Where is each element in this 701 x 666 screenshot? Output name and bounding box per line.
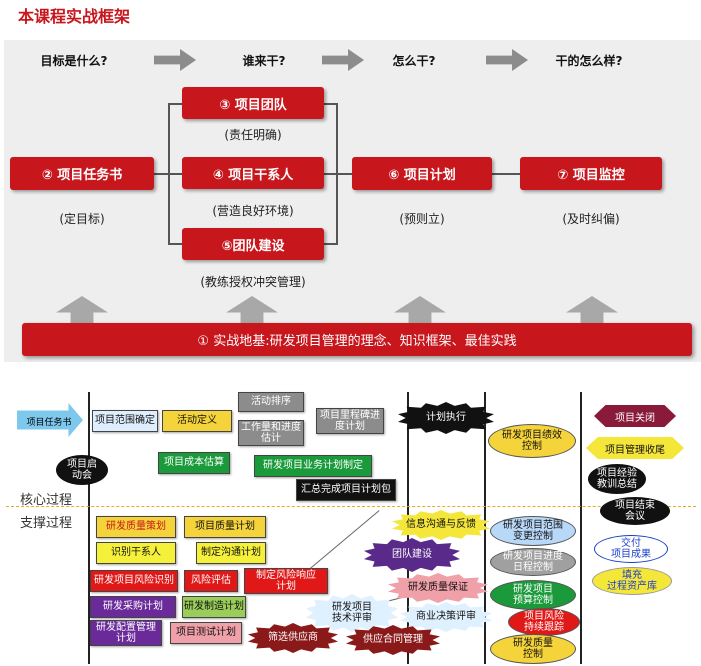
summary-plan-box: 汇总完成项目计划包: [296, 479, 396, 501]
box-team-building: ⑤团队建设: [182, 228, 324, 260]
up-arrow-icon: [226, 296, 278, 326]
risk-assessment-box: 风险评估: [184, 570, 238, 592]
activity-def-box: 活动定义: [162, 410, 232, 432]
caption-team: (责任明确): [224, 128, 282, 142]
activity-seq-box: 活动排序: [238, 392, 304, 412]
identify-stakeholders-box: 识别干系人: [96, 542, 176, 564]
performance-control-oval: 研发项目绩效 控制: [488, 424, 576, 458]
box-project-charter: ② 项目任务书: [10, 157, 154, 190]
connector-line: [154, 173, 168, 175]
up-arrow-icon: [56, 296, 108, 326]
column-divider: [88, 392, 90, 664]
connector-line: [324, 243, 338, 245]
up-arrow-icon: [394, 296, 446, 326]
info-comm-shape: 信息沟通与反馈: [392, 510, 490, 540]
box-project-plan: ⑥ 项目计划: [352, 157, 492, 190]
deliver-oval: 交付 项目成果: [594, 535, 668, 563]
box-project-monitor: ⑦ 项目监控: [520, 157, 662, 190]
caption-stakeholders: (营造良好环境): [212, 204, 294, 218]
plan-execution-shape: 计划执行: [398, 402, 494, 434]
box-project-team: ③ 项目团队: [182, 87, 324, 119]
budget-control-oval: 研发项目 预算控制: [490, 580, 576, 610]
scope-change-oval: 研发项目范围 变更控制: [490, 516, 576, 546]
column-divider: [580, 392, 582, 664]
box-stakeholders: ④ 项目干系人: [182, 157, 324, 189]
foundation-bar: ① 实战地基:研发项目管理的理念、知识框架、最佳实践: [22, 323, 692, 356]
procurement-plan-box: 研发采购计划: [90, 596, 176, 618]
project-close-shape: 项目关闭: [594, 405, 676, 427]
assets-oval: 填充 过程资产库: [592, 567, 672, 595]
framework-panel: 目标是什么? 谁来干? 怎么干? 干的怎么样? ② 项目任务书 ③ 项目团队 ④…: [4, 40, 701, 362]
effort-est-box: 工作量和进度 估计: [238, 420, 304, 446]
connector-line: [168, 103, 182, 105]
connector-line: [336, 173, 352, 175]
business-review-shape: 商业决策评审: [400, 602, 492, 632]
schedule-control-oval: 研发项目进度 日程控制: [490, 548, 576, 576]
step-result: 干的怎么样?: [555, 54, 623, 68]
select-vendor-shape: 筛选供应商: [248, 623, 338, 653]
scope-box: 项目范围确定: [92, 410, 158, 432]
quality-plan-box: 项目质量计划: [184, 516, 266, 538]
charter-arrow-label: 项目任务书: [26, 417, 72, 428]
step-who: 谁来干?: [242, 54, 286, 68]
caption-team-building: (教练授权冲突管理): [200, 275, 306, 289]
lessons-oval: 项目经验 教训总结: [588, 464, 646, 494]
config-plan-box: 研发配置管理 计划: [90, 620, 162, 646]
risk-identification-box: 研发项目风险识别: [90, 570, 178, 592]
label-support-process: 支撑过程: [20, 516, 73, 531]
contract-mgmt-shape: 供应合同管理: [346, 625, 440, 655]
milestone-box: 项目里程碑进 度计划: [316, 408, 384, 434]
connector-line: [168, 173, 182, 175]
step-goal: 目标是什么?: [40, 54, 108, 68]
connector-line: [168, 243, 182, 245]
process-divider-line: [6, 506, 696, 507]
caption-monitor: (及时纠偏): [562, 212, 620, 226]
team-building-shape: 团队建设: [364, 538, 460, 572]
quality-assurance-shape: 研发质量保证: [388, 573, 488, 603]
quality-control-oval: 研发质量 控制: [490, 634, 576, 664]
connector-line: [492, 173, 520, 175]
risk-response-box: 制定风险响应 计划: [244, 568, 328, 594]
test-plan-box: 项目测试计划: [170, 622, 242, 644]
connector-line: [324, 103, 338, 105]
step-how: 怎么干?: [392, 54, 436, 68]
tech-review-shape: 研发项目 技术评审: [306, 594, 398, 632]
business-plan-box: 研发项目业务计划制定: [254, 455, 372, 477]
up-arrow-icon: [566, 296, 618, 326]
label-core-process: 核心过程: [20, 493, 73, 508]
page-title: 本课程实战框架: [18, 7, 131, 26]
comm-plan-box: 制定沟通计划: [196, 542, 266, 564]
closing-shape: 项目管理收尾: [586, 437, 684, 459]
end-meeting-oval: 项目结束 会议: [600, 497, 670, 525]
caption-charter: (定目标): [59, 212, 105, 226]
risk-tracking-oval: 项目风险 持续跟踪: [508, 608, 580, 636]
step-arrow-icon: [154, 49, 196, 71]
kickoff-oval: 项目启 动会: [56, 455, 108, 485]
qa-planning-box: 研发质量策划: [96, 516, 176, 538]
connector-line: [324, 173, 338, 175]
caption-plan: (预则立): [399, 212, 445, 226]
manufacturing-plan-box: 研发制造计划: [182, 596, 246, 618]
cost-est-box: 项目成本估算: [158, 452, 230, 474]
